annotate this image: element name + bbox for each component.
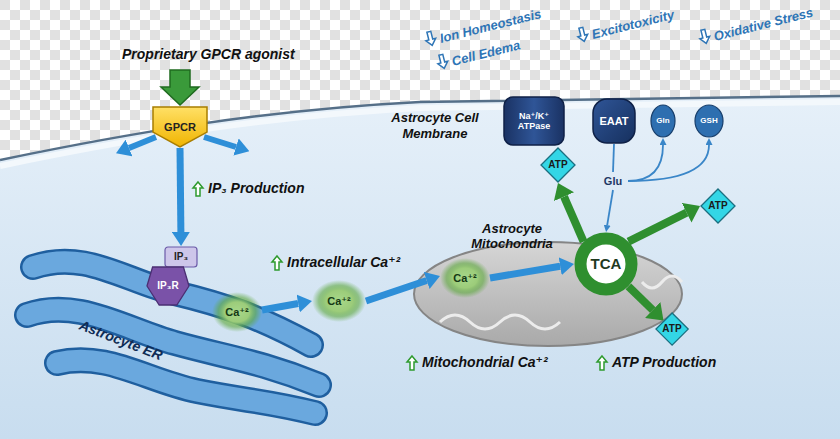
metabolite-oval: GSH <box>694 104 724 138</box>
agonist-arrow <box>161 70 199 105</box>
atp-diamond: ATP <box>540 147 576 183</box>
organelle-heading: Astrocyte Mitochondria <box>452 222 572 252</box>
calcium-blob: Ca⁺² <box>312 280 366 322</box>
node-text: Na⁺/K⁺ ATPase <box>507 111 561 132</box>
effect-label: Excitotoxicity <box>590 7 676 43</box>
organelle-heading: Astrocyte ER <box>77 317 165 364</box>
cell-interior <box>0 96 840 439</box>
metabolic-arrow <box>607 190 613 225</box>
metabolite-text: Glu <box>598 172 628 190</box>
effect-label: Cell Edema <box>450 37 522 69</box>
metabolic-arrow <box>628 145 709 181</box>
effect-label: Oxidative Stress <box>712 5 815 45</box>
node-text: GPCR <box>164 121 196 134</box>
metabolite-oval: Gln <box>650 104 676 138</box>
atp-arrow <box>564 197 584 242</box>
node-text: EAAT <box>599 115 628 128</box>
metabolic-arrow <box>613 144 614 172</box>
pump-box: Na⁺/K⁺ ATPase <box>503 96 565 146</box>
agonist-label: Proprietary GPCR agonist <box>122 46 295 63</box>
signal-arrow <box>204 137 236 147</box>
node-text: TCA <box>591 255 622 272</box>
node-text: ATP <box>548 159 567 171</box>
process-label: ATP Production <box>612 354 716 371</box>
cell-membrane <box>0 96 840 160</box>
atp-diamond: ATP <box>700 188 736 224</box>
receptor-shape: IP₃R <box>146 266 190 306</box>
er-organelle: Astrocyte ER IP₃R Ca⁺² <box>15 245 335 435</box>
metabolic-arrow <box>628 145 663 181</box>
membrane-label: Astrocyte Cell Membrane <box>380 110 490 141</box>
transporter-box: EAAT <box>592 98 636 144</box>
atp-diamond: ATP <box>655 312 689 346</box>
node-text: Gln <box>656 116 669 125</box>
atp-arrow <box>628 213 686 242</box>
calcium-blob: Ca⁺² <box>440 258 490 298</box>
process-label: Intracellular Ca⁺² <box>287 254 400 271</box>
node-text: IP₃ <box>174 251 188 263</box>
node-text: Glu <box>604 175 622 188</box>
node-text: IP₃R <box>157 280 178 292</box>
membrane-band <box>0 102 840 166</box>
signal-arrow <box>177 148 185 232</box>
node-text: GSH <box>700 116 717 125</box>
process-label: IP₃ Production <box>208 180 304 197</box>
tca-ring: TCA <box>574 232 638 296</box>
er-organelle-outline <box>15 245 335 435</box>
messenger-box: IP₃ <box>164 246 198 268</box>
node-text: Ca⁺² <box>327 295 351 308</box>
calcium-blob: Ca⁺² <box>212 292 262 332</box>
signal-arrow <box>129 137 156 148</box>
node-text: Ca⁺² <box>453 272 477 285</box>
mitochondrion: Astrocyte MitochondriaCa⁺² TCA <box>410 222 695 354</box>
receptor-chevron: GPCR <box>152 106 208 148</box>
effect-label: Ion Homeostasis <box>438 6 543 46</box>
node-text: ATP <box>708 200 727 212</box>
process-label: Mitochondrial Ca⁺² <box>422 354 548 371</box>
node-text: Ca⁺² <box>225 306 249 319</box>
node-text: ATP <box>662 323 681 335</box>
